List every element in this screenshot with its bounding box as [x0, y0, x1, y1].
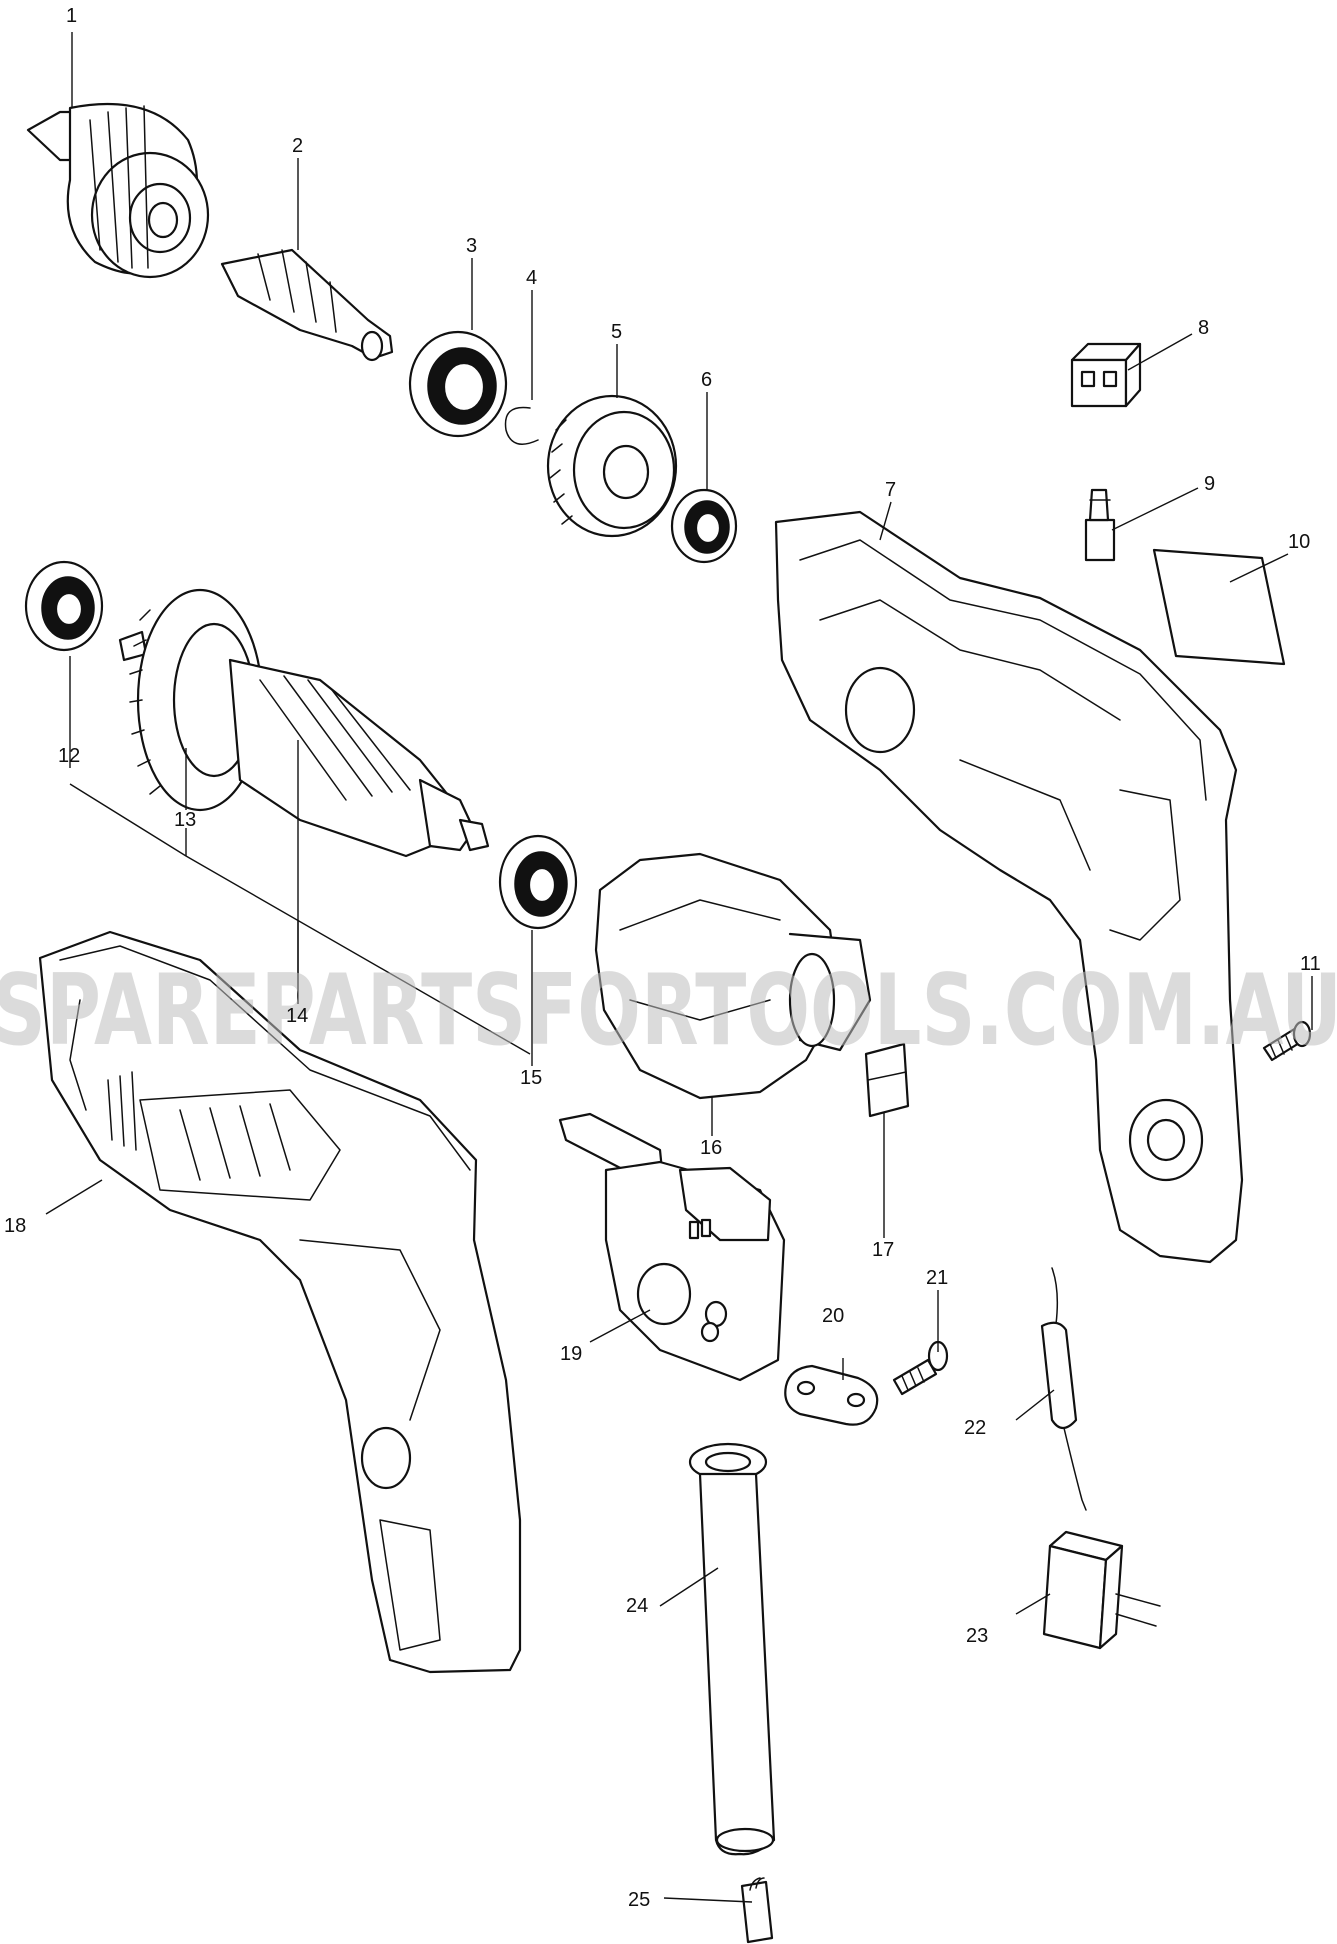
part-number-3: 3 — [466, 235, 477, 257]
part-number-16: 16 — [700, 1137, 722, 1159]
part-number-19: 19 — [560, 1343, 582, 1365]
part-16-field — [594, 852, 872, 1100]
part-number-21: 21 — [926, 1267, 948, 1289]
part-number-15: 15 — [520, 1067, 542, 1089]
part-number-14: 14 — [286, 1005, 308, 1027]
part-7-motor-housing — [774, 510, 1244, 1264]
leader-lines — [45, 32, 1313, 1903]
part-number-labels: 1 2 3 4 5 6 7 8 9 10 11 12 13 14 15 16 1… — [4, 5, 1321, 1911]
part-number-6: 6 — [701, 369, 712, 391]
part-4-retaining-ring — [504, 406, 539, 445]
part-2-spindle — [220, 248, 394, 362]
part-number-4: 4 — [526, 267, 537, 289]
part-14-armature — [118, 588, 490, 858]
part-21-tapping-screw — [892, 1340, 949, 1396]
part-number-1: 1 — [66, 5, 77, 27]
part-22-noise-suppressor — [1040, 1267, 1087, 1511]
part-number-25: 25 — [628, 1889, 650, 1911]
part-23-capacitor — [1042, 1530, 1161, 1650]
part-19-switch — [558, 1112, 786, 1382]
part-5-helical-gear — [546, 394, 678, 538]
part-24-cord-guard — [688, 1442, 776, 1856]
part-number-17: 17 — [872, 1239, 894, 1261]
part-number-22: 22 — [964, 1417, 986, 1439]
part-number-23: 23 — [966, 1625, 988, 1647]
part-number-20: 20 — [822, 1305, 844, 1327]
part-number-8: 8 — [1198, 317, 1209, 339]
part-15-ball-bearing — [498, 834, 578, 930]
part-1-drill-chuck — [26, 102, 210, 279]
part-3-ball-bearing — [408, 330, 508, 438]
part-number-11: 11 — [1300, 953, 1321, 975]
part-number-2: 2 — [292, 135, 303, 157]
part-number-12: 12 — [58, 745, 80, 767]
part-10-name-plate — [1152, 548, 1286, 666]
part-9-carbon-brush — [1084, 488, 1116, 562]
part-number-13: 13 — [174, 809, 196, 831]
part-number-24: 24 — [626, 1595, 648, 1617]
part-number-9: 9 — [1204, 473, 1215, 495]
part-number-10: 10 — [1288, 531, 1310, 553]
part-18-housing-set — [38, 930, 522, 1674]
part-number-5: 5 — [611, 321, 622, 343]
part-number-7: 7 — [885, 479, 896, 501]
part-25-cord — [740, 1877, 774, 1944]
part-17-insulation — [864, 1042, 910, 1118]
part-number-18: 18 — [4, 1215, 26, 1237]
part-11-tapping-screw — [1262, 1020, 1312, 1062]
part-20-strain-relief — [784, 1364, 879, 1426]
watermark-text: SPAREPARTSFORTOOLS.COM.AU — [0, 954, 1337, 1068]
part-12-ball-bearing — [24, 560, 104, 652]
part-8-brush-holder — [1070, 342, 1142, 408]
part-6-ball-bearing — [670, 488, 738, 564]
